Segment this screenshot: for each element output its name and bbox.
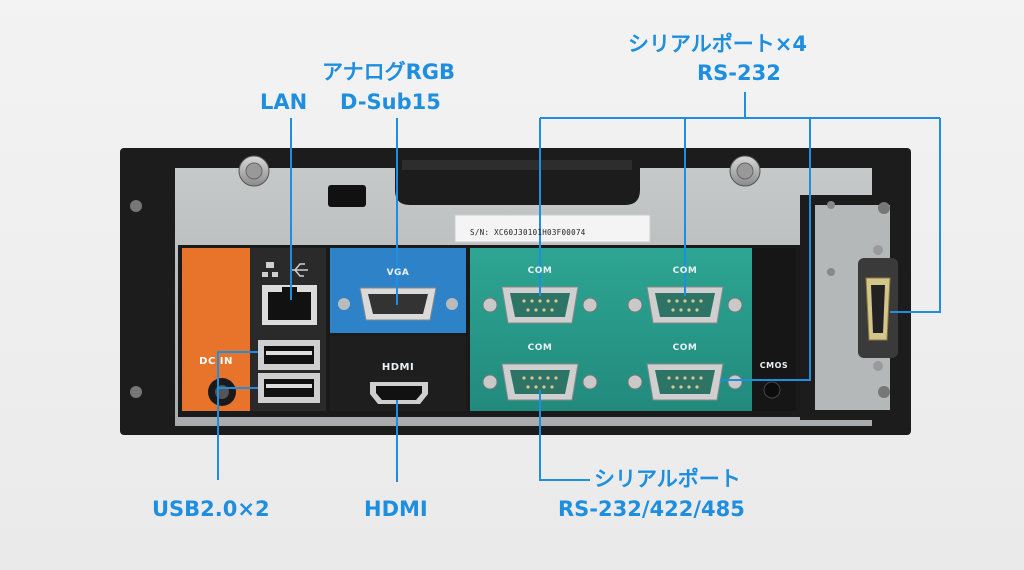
- usb-port-1[interactable]: [258, 340, 320, 370]
- com3-label: COM: [527, 343, 553, 353]
- lan-port[interactable]: [262, 285, 317, 325]
- usb-port-2[interactable]: [258, 373, 320, 403]
- cmos-button[interactable]: [763, 381, 781, 399]
- callout-serial-multi-line2: RS-232/422/485: [558, 497, 745, 521]
- leader-lines: [217, 92, 941, 482]
- callout-serial4-line1: シリアルポート×4: [628, 32, 807, 56]
- lock-slot-icon: [328, 185, 366, 207]
- callout-lan: LAN: [260, 90, 308, 114]
- com-port-3[interactable]: [482, 363, 598, 401]
- callout-vga-line2: D-Sub15: [340, 90, 441, 114]
- callout-hdmi: HDMI: [364, 497, 428, 521]
- callout-vga-line1: アナログRGB: [322, 60, 455, 84]
- vga-label: VGA: [386, 268, 410, 278]
- callout-serial-multi-line1: シリアルポート: [594, 467, 741, 491]
- cmos-label: CMOS: [759, 361, 789, 370]
- hdmi-port[interactable]: [370, 382, 428, 404]
- callout-usb: USB2.0×2: [152, 497, 270, 521]
- thumbscrew-icon: [729, 155, 761, 187]
- com-port-4[interactable]: [627, 363, 743, 401]
- com-port-2[interactable]: [627, 286, 743, 324]
- callout-serial4-line2: RS-232: [697, 61, 781, 85]
- com-port-1[interactable]: [482, 286, 598, 324]
- serial-sticker: [454, 214, 651, 243]
- network-icon: [262, 262, 278, 277]
- dcin-label: DC IN: [199, 356, 233, 367]
- hdmi-label: HDMI: [381, 362, 415, 373]
- com1-label: COM: [527, 266, 553, 276]
- serial-number: S/N: XC60J30101H03F00074: [470, 228, 586, 237]
- usb-icon: [290, 263, 308, 277]
- com-port-5[interactable]: [858, 258, 898, 358]
- com2-label: COM: [672, 266, 698, 276]
- dc-in-jack[interactable]: [208, 378, 236, 406]
- handle: [395, 160, 640, 205]
- com4-label: COM: [672, 343, 698, 353]
- thumbscrew-icon: [238, 155, 270, 187]
